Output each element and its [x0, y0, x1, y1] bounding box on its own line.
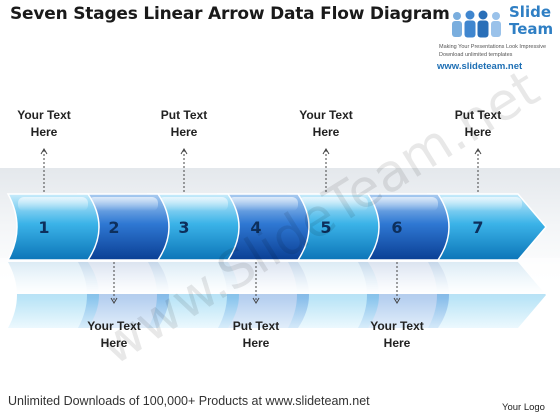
- stage-3-arrow[interactable]: 3: [146, 193, 240, 261]
- label-line: Here: [100, 336, 128, 350]
- stage-number: 3: [178, 218, 189, 237]
- stage-gloss: [228, 197, 298, 211]
- stage-gloss: [368, 197, 438, 211]
- logo-wordmark: Slide Team: [509, 3, 554, 38]
- stage-gloss: [18, 197, 88, 211]
- label-line: Here: [464, 125, 492, 139]
- stage-number: 5: [320, 218, 331, 237]
- slideteam-logo[interactable]: Slide Team Making Your Presentations Loo…: [435, 4, 557, 78]
- stage-2-arrow[interactable]: 2: [76, 193, 170, 261]
- logo-tagline: Making Your Presentations Look Impressiv…: [439, 44, 547, 50]
- label-line: Put Text: [232, 319, 280, 333]
- connector-arrowhead: [110, 297, 118, 304]
- stage-number: 1: [38, 218, 49, 237]
- label-line: Your Text: [87, 319, 141, 333]
- connector-arrowhead: [474, 148, 482, 155]
- label-line: Put Text: [160, 108, 208, 122]
- connector-arrowhead: [40, 148, 48, 155]
- footer-downloads-text[interactable]: Unlimited Downloads of 100,000+ Products…: [8, 394, 370, 408]
- connector-arrowhead: [180, 148, 188, 155]
- label-line: Here: [242, 336, 270, 350]
- connector-arrowhead: [252, 297, 260, 304]
- logo-url-link[interactable]: www.slideteam.net: [437, 61, 523, 72]
- stage-gloss: [88, 197, 158, 211]
- label-line: Here: [30, 125, 58, 139]
- reflection-fade: [0, 258, 560, 294]
- stage-1-arrow[interactable]: 1: [6, 193, 100, 261]
- stage-number: 2: [108, 218, 119, 237]
- label-line: Here: [312, 125, 340, 139]
- stage-number: 4: [250, 218, 261, 237]
- connector-lines: [40, 148, 482, 304]
- connector-arrowhead: [322, 148, 330, 155]
- stage-gloss: [298, 197, 368, 211]
- team-people-icon: [452, 10, 501, 38]
- label-line: Your Text: [299, 108, 353, 122]
- stage-gloss: [438, 197, 522, 211]
- footer-logo-placeholder: Your Logo: [502, 402, 545, 413]
- logo-download-note: Download unlimited templates: [439, 52, 513, 58]
- label-line: Here: [170, 125, 198, 139]
- connector-arrowhead: [393, 297, 401, 304]
- stage-number: 7: [472, 218, 483, 237]
- label-line: Your Text: [370, 319, 424, 333]
- stage-number: 6: [391, 218, 402, 237]
- label-line: Put Text: [454, 108, 502, 122]
- label-line: Here: [383, 336, 411, 350]
- diagram-title: Seven Stages Linear Arrow Data Flow Diag…: [10, 4, 450, 24]
- label-line: Your Text: [17, 108, 71, 122]
- stage-arrows: 7 6 5 4 3 2 1: [6, 193, 547, 261]
- stage-gloss: [158, 197, 228, 211]
